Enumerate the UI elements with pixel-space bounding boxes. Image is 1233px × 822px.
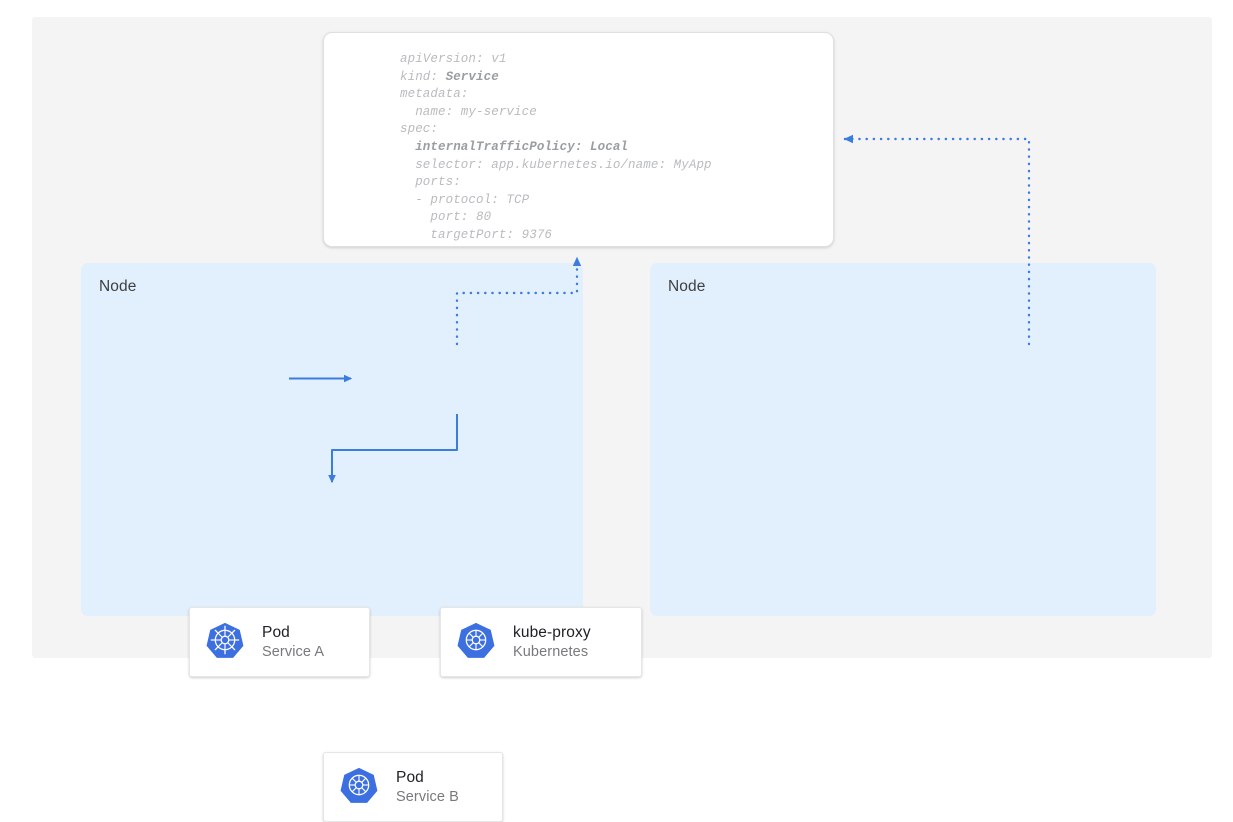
service-manifest-yaml: apiVersion: v1 kind: Service metadata: n…: [400, 52, 712, 242]
node-label-right: Node: [668, 278, 706, 295]
node-container-right: Node: [650, 263, 1156, 616]
card-title: kube-proxy: [513, 623, 591, 641]
node-label-left: Node: [99, 278, 137, 295]
card-subtitle: Service A: [262, 643, 325, 660]
card-title: Pod: [396, 768, 424, 786]
card-kube-proxy-left[interactable]: kube-proxy Kubernetes: [440, 607, 642, 677]
diagram-stage: apiVersion: v1 kind: Service metadata: n…: [32, 17, 1212, 822]
card-subtitle: Kubernetes: [513, 643, 589, 660]
service-manifest-card: apiVersion: v1 kind: Service metadata: n…: [323, 32, 834, 247]
kubernetes-logo-icon: [340, 766, 378, 809]
kubernetes-logo-icon: [457, 621, 495, 664]
card-title: Pod: [262, 623, 290, 641]
card-pod-service-a[interactable]: Pod Service A: [189, 607, 370, 677]
card-pod-service-b-left[interactable]: Pod Service B: [323, 752, 503, 822]
kubernetes-logo-icon: [206, 621, 244, 664]
node-container-left: Node: [81, 263, 642, 822]
card-subtitle: Service B: [396, 788, 459, 805]
